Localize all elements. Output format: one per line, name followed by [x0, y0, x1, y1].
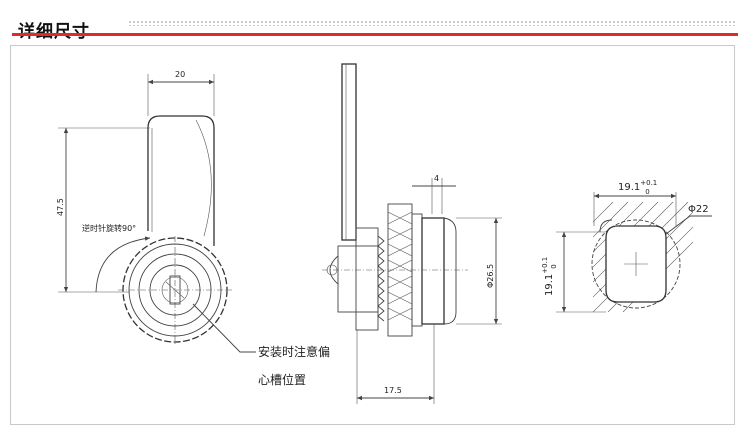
dim-width-label: 20: [175, 70, 185, 79]
cam-arm-outline: [147, 115, 215, 246]
cutout-height-base: 19.1: [544, 274, 555, 296]
side-cam-plate: [341, 63, 357, 241]
cutout-width-base: 19.1: [618, 182, 640, 193]
rotation-arc: [95, 236, 151, 293]
drawing-frame: [10, 45, 735, 425]
dim-height-label: 47.5: [56, 198, 65, 216]
header-red-rule: [12, 33, 738, 36]
cutout-diameter-label: Φ22: [688, 204, 709, 215]
side-bezel: [421, 217, 445, 325]
side-knurl-pattern: [387, 211, 413, 321]
side-nut: [355, 227, 379, 331]
side-view: 4 Φ26.5 17.5: [322, 63, 502, 404]
cutout-circle: [591, 219, 681, 309]
side-nut-teeth: [377, 235, 385, 322]
section-header: 详细尺寸: [0, 0, 750, 52]
install-note-line1: 安装时注意偏: [258, 344, 330, 359]
cam-arm-curve: [195, 119, 212, 237]
dim-thread-label: 4: [434, 174, 439, 183]
rotation-note: 逆时针旋转90°: [82, 223, 136, 233]
cutout-width-tol-lower: 0: [645, 188, 649, 196]
cutout-height-tol-lower: 0: [550, 264, 558, 268]
cutout-height-tol-upper: +0.1: [541, 257, 549, 274]
cutout-diameter-leader: [665, 215, 712, 235]
dim-length-label: 17.5: [384, 386, 402, 395]
cutout-width-tol-upper: +0.1: [640, 179, 657, 187]
side-cylinder-body: [337, 245, 379, 313]
cutout-height-label: 19.1+0.10: [541, 257, 558, 296]
header-dotted-rule: [128, 20, 736, 26]
section-title: 详细尺寸: [18, 22, 90, 42]
front-view: 20 47.5 逆时针旋转90° 安装时注意偏 心槽位置: [56, 70, 330, 387]
install-note-line2: 心槽位置: [258, 372, 306, 387]
cutout-inner-corner: [599, 219, 613, 233]
dim-diameter-label: Φ26.5: [486, 264, 495, 288]
side-bezel-face: [443, 217, 457, 325]
install-note-leader: [192, 303, 256, 353]
